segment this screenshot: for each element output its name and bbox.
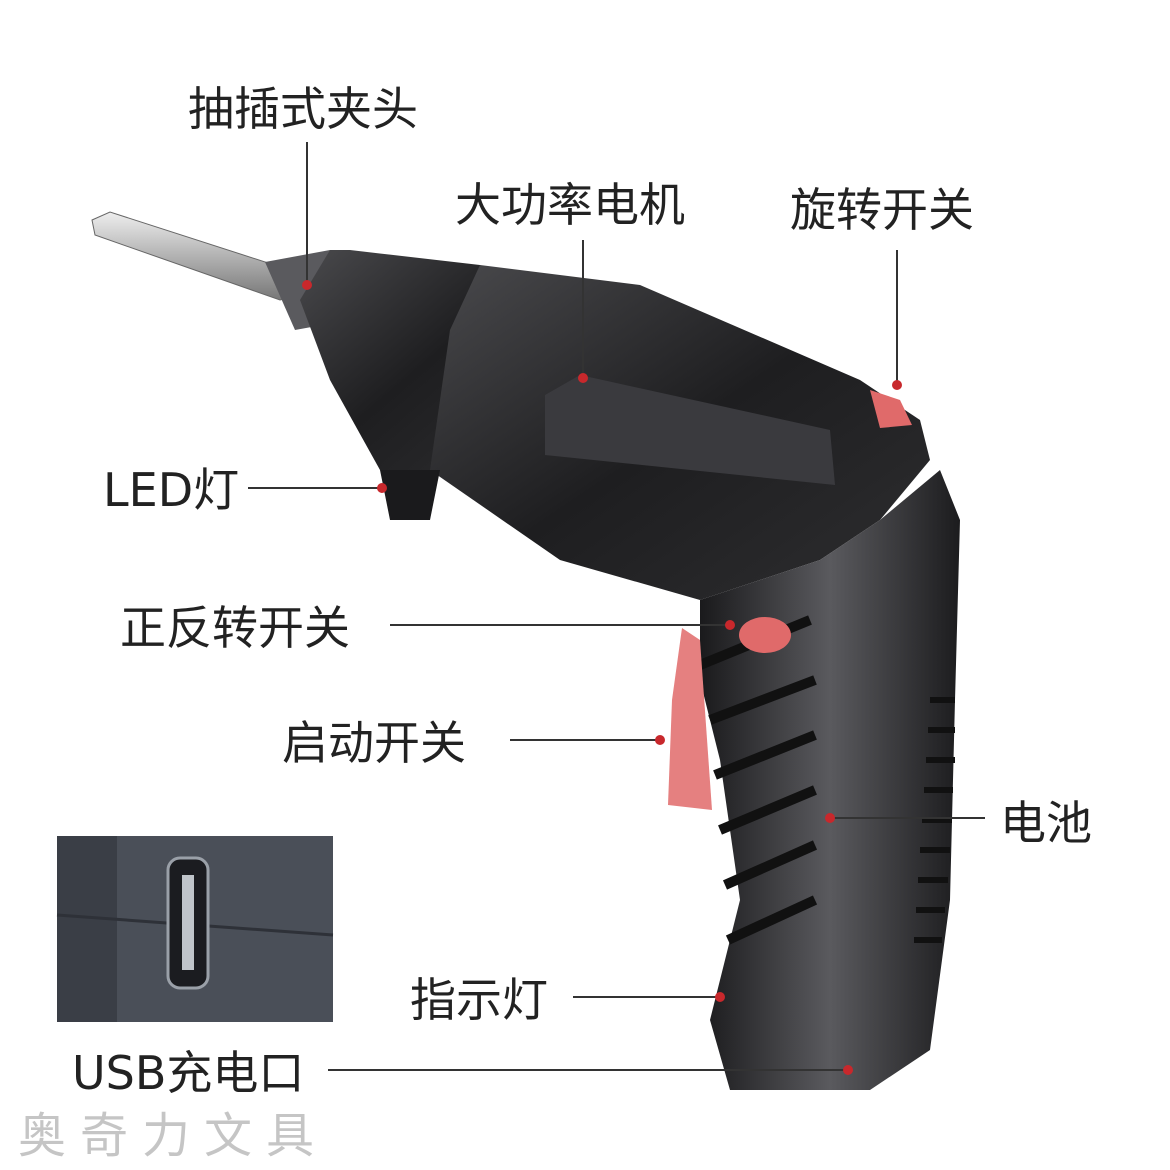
marker-dot bbox=[655, 735, 665, 745]
marker-dot bbox=[825, 813, 835, 823]
rotary-switch bbox=[870, 390, 912, 428]
marker-dot bbox=[578, 373, 588, 383]
label-chuck: 抽插式夹头 bbox=[188, 82, 418, 136]
label-usb-port: USB充电口 bbox=[72, 1046, 305, 1100]
label-motor: 大功率电机 bbox=[455, 178, 685, 232]
marker-dot bbox=[377, 483, 387, 493]
marker-dot bbox=[302, 280, 312, 290]
label-rotary-switch: 旋转开关 bbox=[790, 183, 974, 237]
label-trigger: 启动开关 bbox=[282, 716, 466, 770]
direction-switch bbox=[739, 617, 791, 653]
watermark: 奥奇力文具 bbox=[18, 1108, 329, 1164]
marker-dot bbox=[892, 380, 902, 390]
marker-dot bbox=[725, 620, 735, 630]
marker-dot bbox=[715, 992, 725, 1002]
trigger bbox=[668, 628, 712, 810]
screwdriver-bit bbox=[91, 211, 301, 301]
label-led: LED灯 bbox=[103, 463, 240, 517]
marker-dot bbox=[843, 1065, 853, 1075]
usb-port-inset-photo bbox=[56, 836, 334, 1022]
label-indicator: 指示灯 bbox=[410, 973, 548, 1027]
label-direction-switch: 正反转开关 bbox=[120, 601, 350, 655]
label-battery: 电池 bbox=[1000, 796, 1092, 850]
